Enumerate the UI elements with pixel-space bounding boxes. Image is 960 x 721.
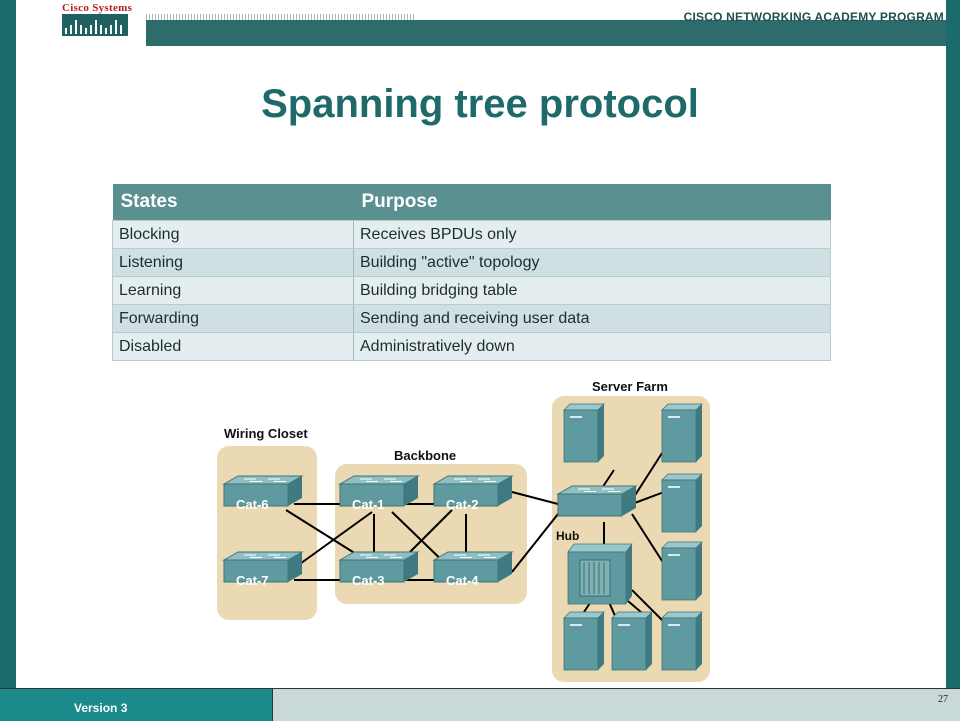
right-border (946, 0, 960, 688)
chassis-icon (567, 543, 633, 605)
network-diagram: Wiring Closet Backbone Server Farm Cat-6… (217, 379, 710, 682)
state-cell: Blocking (112, 220, 354, 249)
switch-label: Cat-3 (352, 573, 385, 588)
course-name: CCNA 1: Networking Basics v3.0 (769, 48, 930, 60)
server-icon (661, 473, 703, 533)
server-icon (611, 611, 653, 671)
purpose-cell: Receives BPDUs only (353, 220, 831, 249)
header-band: CCNA 1: Networking Basics v3.0 (146, 20, 946, 60)
column-header: States (112, 184, 354, 221)
purpose-cell: Building bridging table (353, 276, 831, 305)
purpose-cell: Building "active" topology (353, 248, 831, 277)
purpose-cell: Administratively down (353, 332, 831, 361)
state-cell: Learning (112, 276, 354, 305)
group-label: Backbone (394, 448, 456, 463)
table-row: Listening Building "active" topology (112, 248, 831, 277)
table-row: Forwarding Sending and receiving user da… (112, 304, 831, 333)
server-icon (563, 611, 605, 671)
table-row: Blocking Receives BPDUs only (112, 220, 831, 249)
switch-label: Cat-1 (352, 497, 385, 512)
server-icon (563, 403, 605, 463)
switch-label: Cat-7 (236, 573, 269, 588)
page-number: 27 (938, 694, 948, 705)
hub-icon (557, 485, 637, 517)
state-cell: Disabled (112, 332, 354, 361)
wiring-closet-area (217, 446, 317, 620)
footer: Version 3 (0, 688, 960, 721)
cisco-logo: Cisco Systems (44, 0, 164, 46)
left-border (0, 0, 16, 688)
state-cell: Forwarding (112, 304, 354, 333)
purpose-cell: Sending and receiving user data (353, 304, 831, 333)
server-icon (661, 541, 703, 601)
server-icon (661, 403, 703, 463)
header-stripe (146, 14, 414, 22)
switch-label: Cat-4 (446, 573, 479, 588)
stp-states-table: States Purpose Blocking Receives BPDUs o… (112, 184, 831, 361)
logo-text: Cisco Systems (62, 2, 133, 14)
switch-label: Cat-2 (446, 497, 479, 512)
cisco-bars-icon (62, 14, 128, 36)
table-row: Learning Building bridging table (112, 276, 831, 305)
state-cell: Listening (112, 248, 354, 277)
server-farm-area (552, 396, 710, 682)
hub-label: Hub (556, 529, 579, 543)
column-header: Purpose (353, 184, 831, 221)
server-icon (661, 611, 703, 671)
group-label: Wiring Closet (224, 426, 308, 441)
table-header-row: States Purpose (112, 184, 831, 221)
program-name: CISCO NETWORKING ACADEMY PROGRAM (683, 10, 944, 24)
footer-version-box: Version 3 (0, 689, 273, 721)
table-row: Disabled Administratively down (112, 332, 831, 361)
slide-title: Spanning tree protocol (261, 82, 699, 126)
version-label: Version 3 (74, 701, 128, 715)
switch-label: Cat-6 (236, 497, 269, 512)
group-label: Server Farm (592, 379, 668, 394)
